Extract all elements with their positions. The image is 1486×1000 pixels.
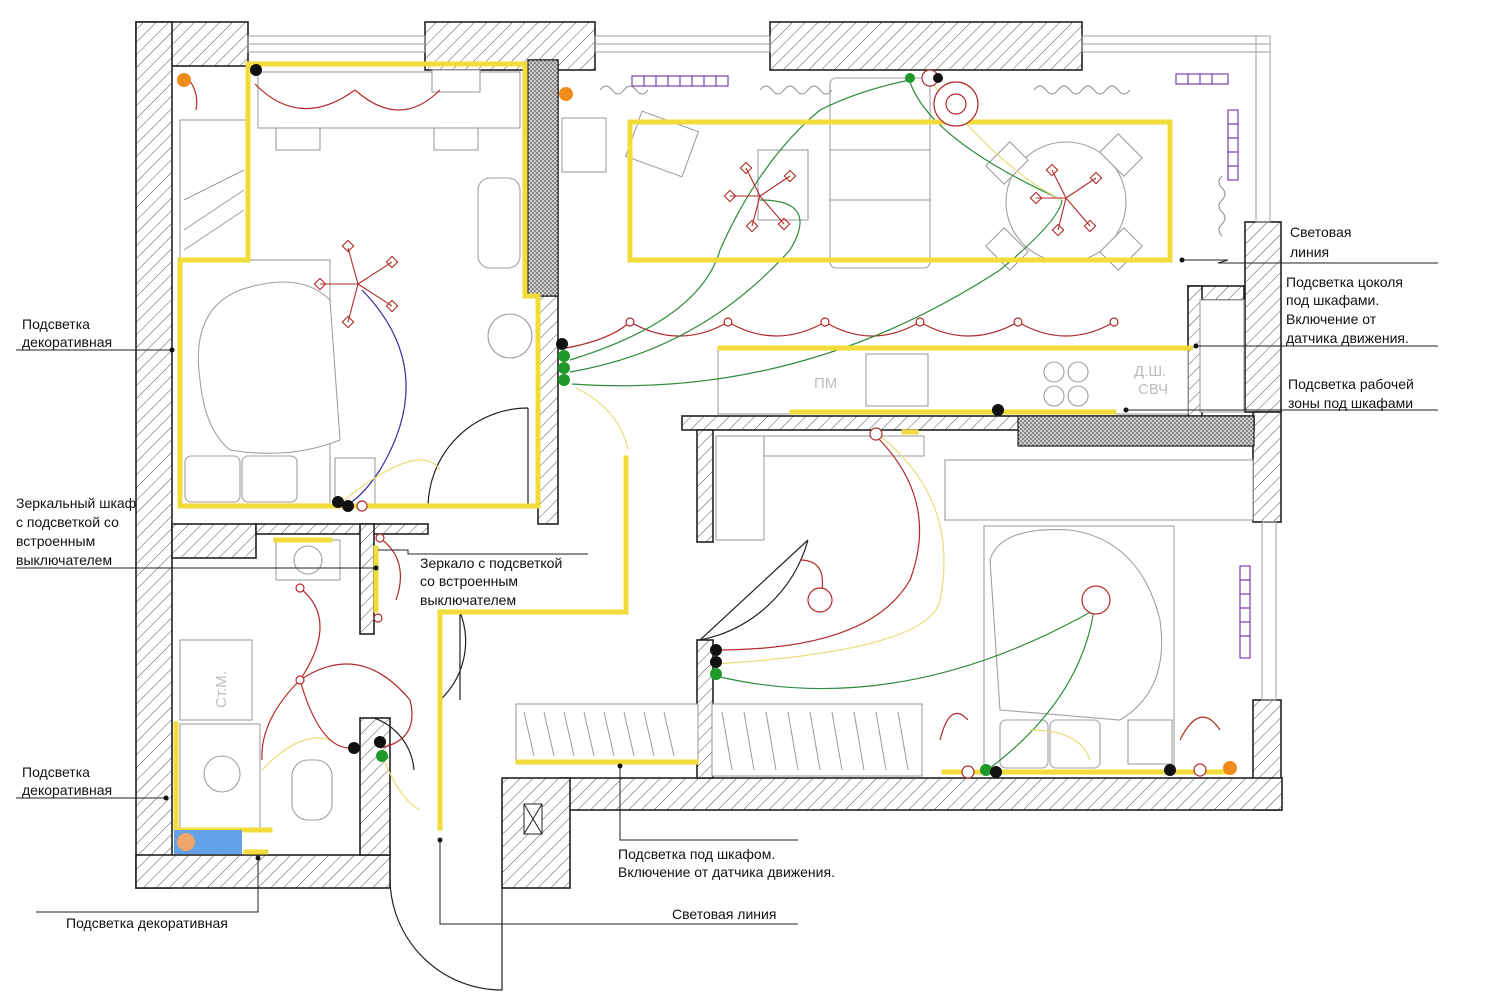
svg-text:датчика движения.: датчика движения.: [1286, 330, 1409, 346]
label-under-cabinet: Подсветка под шкафом. Включение от датчи…: [618, 846, 835, 880]
svg-text:Подсветка под шкафом.: Подсветка под шкафом.: [618, 846, 775, 862]
dishwasher-mark: Д.Ш.: [1134, 363, 1166, 380]
svg-text:Подсветка: Подсветка: [22, 764, 90, 780]
svg-text:зоны под шкафами: зоны под шкафами: [1288, 395, 1413, 411]
svg-text:выключателем: выключателем: [16, 552, 112, 568]
svg-text:Зеркальный шкаф: Зеркальный шкаф: [16, 495, 136, 511]
chandelier-bedroom: [313, 239, 399, 329]
label-light-line-top: Световая линия: [1290, 224, 1351, 260]
svg-text:Включение от датчика движения.: Включение от датчика движения.: [618, 864, 835, 880]
switches: [177, 64, 1237, 851]
label-work-zone-light: Подсветка рабочей зоны под шкафами: [1288, 376, 1414, 411]
washing-machine-mark: Ст.М.: [213, 671, 230, 708]
microwave-mark: СВЧ: [1138, 381, 1168, 398]
label-mirror-cabinet: Зеркальный шкаф с подсветкой со встроенн…: [16, 495, 136, 568]
wall-cabinets: [599, 73, 1251, 659]
svg-text:декоративная: декоративная: [22, 334, 112, 350]
leader-lines: [16, 257, 1438, 925]
svg-text:под шкафами.: под шкафами.: [1286, 292, 1379, 308]
furniture: [179, 69, 1254, 831]
svg-text:выключателем: выключателем: [420, 592, 516, 608]
label-decorative-left-bottom: Подсветка декоративная: [22, 764, 112, 798]
pm-mark: ПМ: [814, 375, 837, 392]
svg-text:Зеркало с подсветкой: Зеркало с подсветкой: [420, 555, 562, 571]
svg-text:с подсветкой со: с подсветкой со: [16, 514, 119, 530]
svg-text:Подсветка: Подсветка: [22, 316, 90, 332]
svg-text:Подсветка рабочей: Подсветка рабочей: [1288, 376, 1414, 392]
svg-text:встроенным: встроенным: [16, 533, 95, 549]
svg-text:Подсветка цоколя: Подсветка цоколя: [1286, 274, 1403, 290]
label-decorative-bottom: Подсветка декоративная: [66, 915, 228, 931]
svg-text:линия: линия: [1290, 244, 1329, 260]
svg-text:Световая: Световая: [1290, 224, 1351, 240]
label-light-line-bottom: Световая линия: [672, 906, 776, 922]
svg-text:со встроенным: со встроенным: [420, 573, 518, 589]
chandelier-dining: [1029, 163, 1103, 237]
label-plinth-light: Подсветка цоколя под шкафами. Включение …: [1286, 274, 1409, 346]
svg-text:декоративная: декоративная: [22, 782, 112, 798]
walls: [135, 21, 1283, 889]
label-mirror-light: Зеркало с подсветкой со встроенным выклю…: [420, 555, 562, 608]
chandelier-living: [723, 161, 797, 233]
svg-text:Включение от: Включение от: [1286, 311, 1377, 327]
label-decorative-left-top: Подсветка декоративная: [22, 316, 112, 350]
